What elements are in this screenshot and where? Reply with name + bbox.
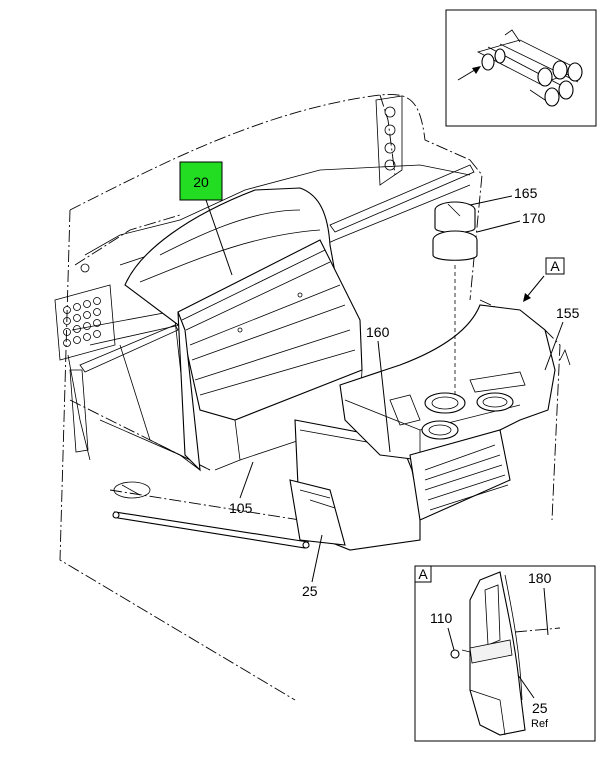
perforated-panel xyxy=(54,263,116,361)
detail-view-frame xyxy=(414,565,596,742)
callout-25-label: 25 xyxy=(302,583,318,599)
callout-110-label: 110 xyxy=(430,610,453,626)
locator-arrow xyxy=(457,66,481,81)
floor-rod xyxy=(112,511,310,549)
locator-inset-frame xyxy=(445,9,597,127)
chassis-locator-drawing xyxy=(476,29,583,107)
view-marker-a-main: A xyxy=(523,257,565,302)
callout-165-label: 165 xyxy=(514,185,538,201)
detail-view-a-box xyxy=(414,565,432,583)
callout-20-label: 20 xyxy=(193,174,209,190)
detail-view-a-label: A xyxy=(418,566,428,582)
view-a-label: A xyxy=(550,258,560,274)
callout-20: 20 xyxy=(179,161,233,276)
locator-inset xyxy=(445,9,597,127)
fastener-icon xyxy=(450,649,460,659)
bunk-assembly xyxy=(124,187,363,472)
detail-view-a: A 180 110 25 Ref xyxy=(414,565,596,742)
callout-155-label: 155 xyxy=(556,305,580,321)
callout-25-ref-note: Ref xyxy=(531,718,549,730)
callout-170-label: 170 xyxy=(522,210,546,226)
right-wall-edge xyxy=(559,348,571,366)
callout-180-label: 180 xyxy=(528,570,552,586)
callout-25: 25 xyxy=(302,534,323,599)
cup-holder-parts xyxy=(432,201,478,395)
detail-panel-drawing xyxy=(450,571,526,736)
storage-console xyxy=(339,304,556,521)
callout-160-label: 160 xyxy=(366,324,390,340)
callout-170: 170 xyxy=(476,210,546,233)
perforated-strip xyxy=(375,95,403,186)
callout-105-label: 105 xyxy=(229,500,253,516)
callout-165: 165 xyxy=(469,185,538,206)
callout-20-highlight xyxy=(179,161,223,201)
callout-160: 160 xyxy=(366,324,391,453)
callout-25-ref-number: 25 xyxy=(532,700,548,716)
view-a-box xyxy=(545,257,565,275)
callout-105: 105 xyxy=(229,461,254,516)
callout-155: 155 xyxy=(544,305,580,371)
